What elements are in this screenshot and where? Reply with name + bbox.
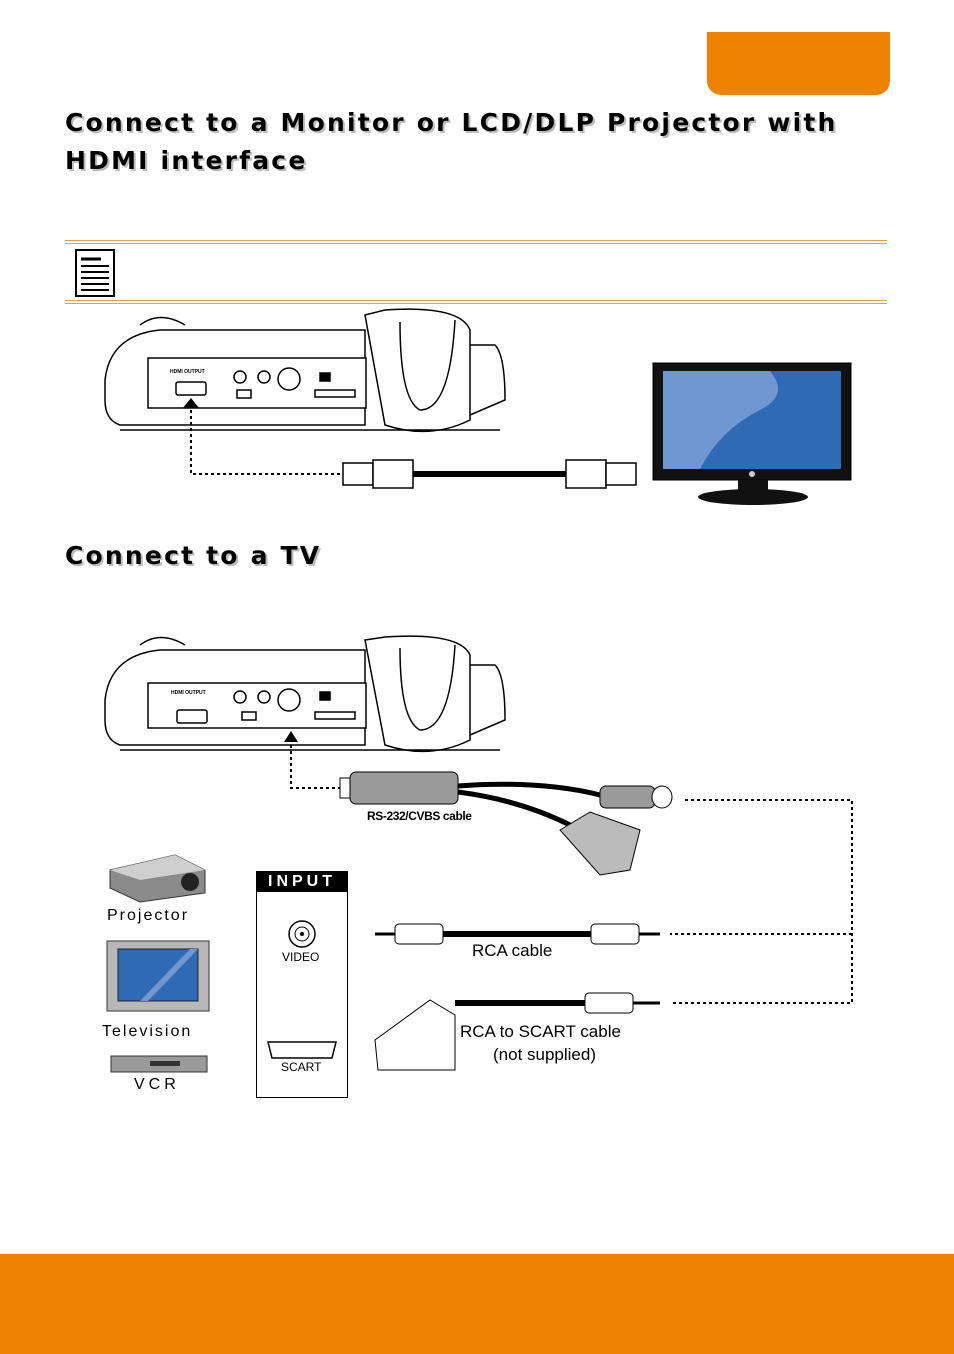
input-panel: INPUT [256,871,348,1098]
note-rule-bottom [65,300,887,304]
heading-tv: Connect to a TV [65,541,322,570]
rca-cable-label: RCA cable [472,941,553,960]
page-tab [707,32,890,95]
hdmi-output-label: HDMI OUTPUT [170,369,205,375]
hdmi-cable [342,459,637,489]
document-camera-rear-2 [104,635,506,753]
rca-scart-cable [374,992,660,1071]
scart-port-label: SCART [281,1060,322,1074]
television-icon [106,940,210,1012]
input-panel-title: INPUT [257,872,347,892]
video-port-label: VIDEO [282,950,320,964]
page-footer-bar [0,1254,954,1354]
vcr-icon [110,1055,208,1073]
lcd-monitor-icon [652,362,852,505]
document-camera-rear-1 [104,308,506,433]
tv-connection-diagram [104,635,853,1073]
hdmi-connection-diagram [104,308,852,505]
hdmi-port-arrow [183,398,199,408]
rs232-cable-label: RS-232/CVBS cable [367,809,472,823]
hdmi-output-label-2: HDMI OUTPUT [171,690,206,696]
scart-cable-label: RCA to SCART cable [460,1022,621,1041]
note-rule-top [65,240,887,244]
projector-icon [109,854,206,903]
rs232-port-arrow [284,731,298,742]
scart-cable-note: (not supplied) [493,1045,597,1064]
heading-hdmi: Connect to a Monitor or LCD/DLP Projecto… [65,108,838,175]
note-icon [75,249,115,297]
rs232-cvbs-cable [339,771,673,876]
rca-cable [375,923,660,945]
projector-label: Projector [107,907,190,924]
television-label: Television [102,1023,193,1040]
vcr-label: VCR [134,1076,180,1093]
